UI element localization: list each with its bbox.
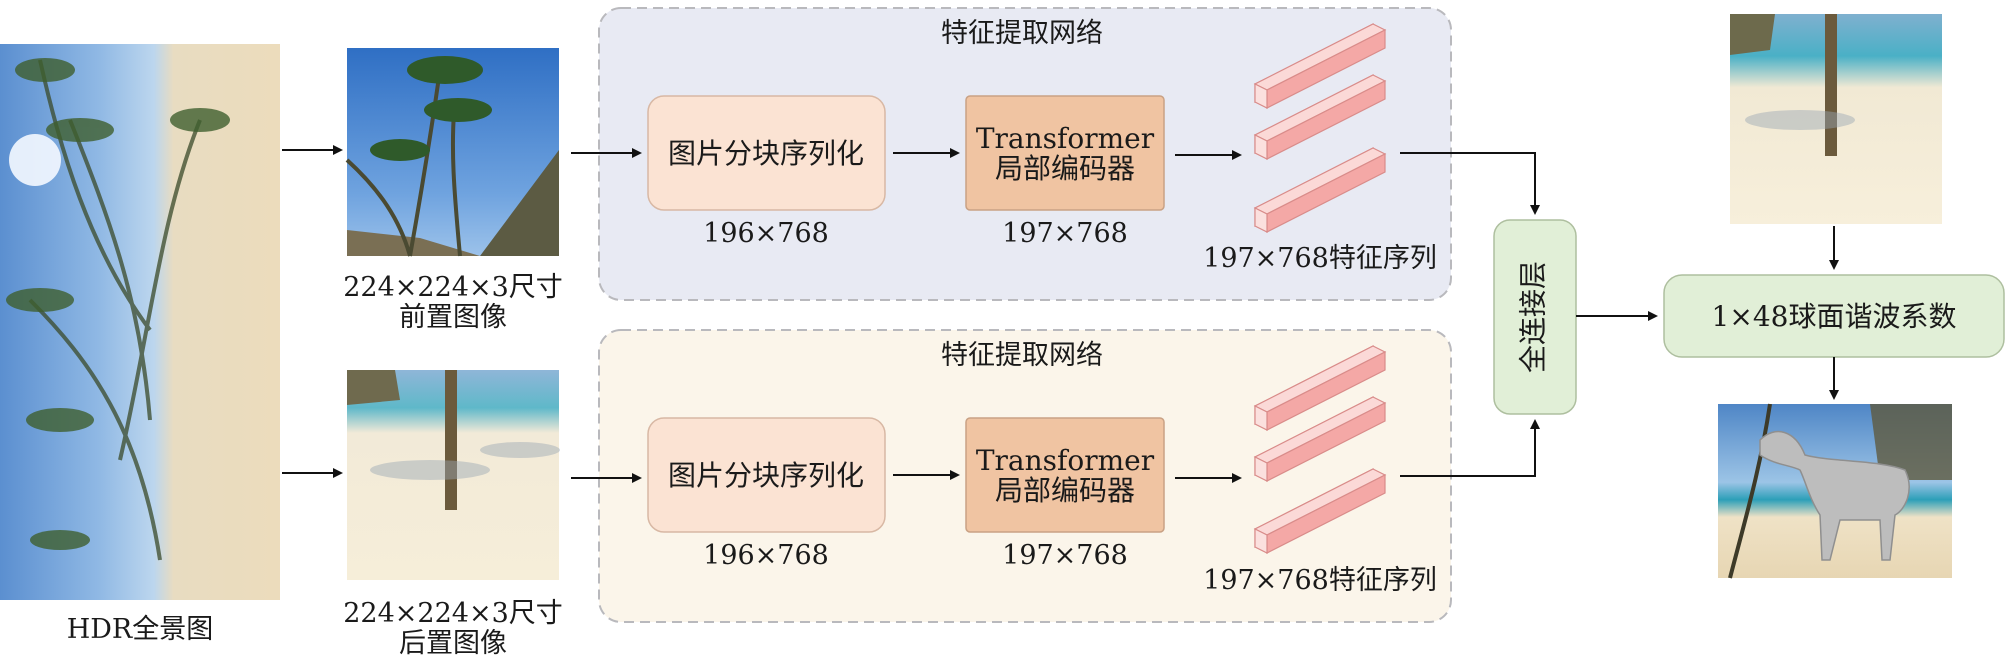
feature-sequence-bars-top: [1253, 23, 1387, 233]
feature-bar: [1253, 345, 1387, 431]
patch-dim-bottom: 196×768: [703, 540, 829, 571]
feature-sequence-label-bottom: 197×768特征序列: [1203, 565, 1437, 596]
front-image-caption-line1: 224×224×3尺寸: [343, 272, 563, 303]
transformer-label-bottom: Transformer: [976, 444, 1155, 477]
patch-serialization-label-top: 图片分块序列化: [668, 137, 864, 170]
panorama-caption: HDR全景图: [67, 614, 214, 645]
arrow: [1400, 419, 1540, 477]
patch-serialization-label-bottom: 图片分块序列化: [668, 459, 864, 492]
back-image-caption-line2: 后置图像: [399, 628, 507, 659]
feature-bar: [1253, 396, 1387, 482]
rendered-horse-image: [1718, 403, 1952, 579]
transformer-encoder-box-bottom: [965, 417, 1165, 533]
front-view-image: [345, 48, 559, 257]
transformer-label-top: Transformer: [976, 122, 1155, 155]
patch-serialization-box-top: [647, 95, 886, 211]
encoder-dim-bottom: 197×768: [1002, 540, 1128, 571]
feature-sequence-label-top: 197×768特征序列: [1203, 243, 1437, 274]
feature-bar: [1253, 23, 1387, 109]
encoder-label-bottom: 局部编码器: [995, 474, 1135, 507]
back-image-caption-line1: 224×224×3尺寸: [343, 598, 563, 629]
panel-title-bottom: 特征提取网络: [941, 340, 1103, 371]
sh-coefficients-label: 1×48球面谐波系数: [1712, 300, 1957, 333]
feature-bar: [1253, 74, 1387, 160]
encoder-label-top: 局部编码器: [995, 152, 1135, 185]
output-scene-image-top: [1730, 14, 1942, 224]
flow-arrows: [282, 145, 1839, 483]
fully-connected-layer-label: 全连接层: [1517, 261, 1550, 373]
panel-title-top: 特征提取网络: [941, 18, 1103, 49]
transformer-encoder-box-top: [965, 95, 1165, 211]
feature-sequence-bars-bottom: [1253, 345, 1387, 554]
encoder-dim-top: 197×768: [1002, 218, 1128, 249]
hdr-panorama-image: [0, 44, 280, 600]
patch-serialization-box-bottom: [647, 417, 886, 533]
feature-bar: [1253, 468, 1387, 554]
front-image-caption-line2: 前置图像: [399, 302, 507, 333]
patch-dim-top: 196×768: [703, 218, 829, 249]
feature-bar: [1253, 147, 1387, 233]
back-view-image: [347, 370, 560, 580]
arrow: [1400, 152, 1540, 215]
